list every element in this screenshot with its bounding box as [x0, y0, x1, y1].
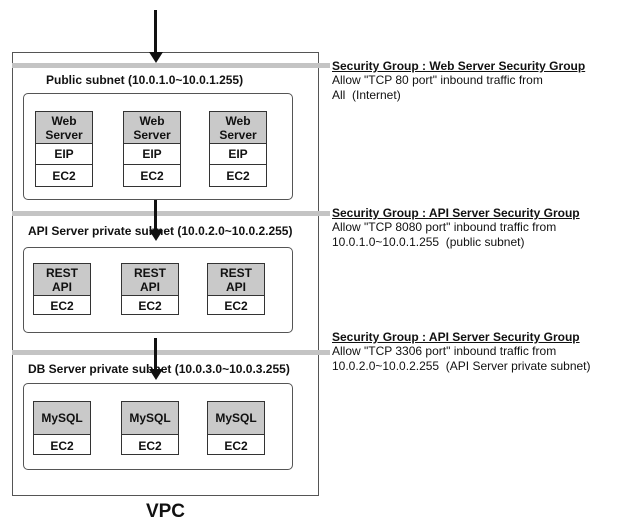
ec2-label: EC2 [50, 299, 74, 313]
web-sg-separator [12, 63, 330, 68]
ec2-label: EC2 [138, 438, 162, 453]
api-security-group-note: Security Group : API Server Security Gro… [332, 206, 580, 250]
db-subnet-title: DB Server private subnet (10.0.3.0~10.0.… [28, 362, 290, 376]
rest-api-server-1: REST API EC2 [33, 263, 91, 315]
mysql-server-1: MySQL EC2 [33, 401, 91, 455]
ec2-label: EC2 [52, 168, 76, 183]
public-subnet-box: Web Server EIP EC2 Web Server EIP EC2 We… [23, 93, 293, 200]
api-security-group-rule: Allow "TCP 8080 port" inbound traffic fr… [332, 220, 557, 234]
mysql-label: MySQL [208, 402, 264, 435]
api-subnet-title: API Server private subnet (10.0.2.0~10.0… [28, 224, 293, 238]
web-server-2: Web Server EIP EC2 [123, 111, 181, 187]
mysql-server-3: MySQL EC2 [207, 401, 265, 455]
internet-arrow-shaft [154, 10, 157, 54]
db-security-group-note: Security Group : API Server Security Gro… [332, 330, 591, 374]
eip-label: EIP [124, 144, 180, 165]
mysql-label: MySQL [34, 402, 90, 435]
ec2-label: EC2 [140, 168, 164, 183]
public-to-api-arrow-head [148, 230, 163, 241]
web-security-group-title: Security Group : Web Server Security Gro… [332, 59, 586, 73]
api-subnet-box: REST API EC2 REST API EC2 REST API EC2 [23, 247, 293, 333]
api-to-db-arrow-shaft [154, 338, 157, 371]
eip-label: EIP [210, 144, 266, 165]
web-server-label: Web Server [36, 112, 92, 144]
web-server-1: Web Server EIP EC2 [35, 111, 93, 187]
vpc-label: VPC [145, 501, 186, 522]
api-sg-separator [12, 211, 330, 216]
ec2-label: EC2 [138, 299, 162, 313]
db-security-group-title: Security Group : API Server Security Gro… [332, 330, 580, 344]
web-server-label: Web Server [210, 112, 266, 144]
ec2-label: EC2 [224, 438, 248, 453]
db-subnet-box: MySQL EC2 MySQL EC2 MySQL EC2 [23, 383, 293, 470]
db-security-group-rule: Allow "TCP 3306 port" inbound traffic fr… [332, 344, 557, 358]
web-server-3: Web Server EIP EC2 [209, 111, 267, 187]
rest-api-label: REST API [122, 264, 178, 296]
web-security-group-rule: Allow "TCP 80 port" inbound traffic from [332, 73, 543, 87]
mysql-server-2: MySQL EC2 [121, 401, 179, 455]
mysql-label: MySQL [122, 402, 178, 435]
api-security-group-title: Security Group : API Server Security Gro… [332, 206, 580, 220]
vpc-container [12, 52, 319, 496]
rest-api-server-2: REST API EC2 [121, 263, 179, 315]
ec2-label: EC2 [50, 438, 74, 453]
db-sg-separator [12, 350, 330, 355]
public-subnet-title: Public subnet (10.0.1.0~10.0.1.255) [46, 73, 244, 87]
ec2-label: EC2 [226, 168, 250, 183]
web-security-group-note: Security Group : Web Server Security Gro… [332, 59, 585, 103]
eip-label: EIP [36, 144, 92, 165]
api-security-group-source: 10.0.1.0~10.0.1.255 (public subnet) [332, 235, 525, 249]
rest-api-server-3: REST API EC2 [207, 263, 265, 315]
ec2-label: EC2 [224, 299, 248, 313]
internet-arrow-head [148, 52, 163, 63]
rest-api-label: REST API [34, 264, 90, 296]
db-security-group-source: 10.0.2.0~10.0.2.255 (API Server private … [332, 359, 591, 373]
public-to-api-arrow-shaft [154, 200, 157, 232]
api-to-db-arrow-head [148, 369, 163, 380]
rest-api-label: REST API [208, 264, 264, 296]
web-server-label: Web Server [124, 112, 180, 144]
web-security-group-source: All (Internet) [332, 88, 401, 102]
